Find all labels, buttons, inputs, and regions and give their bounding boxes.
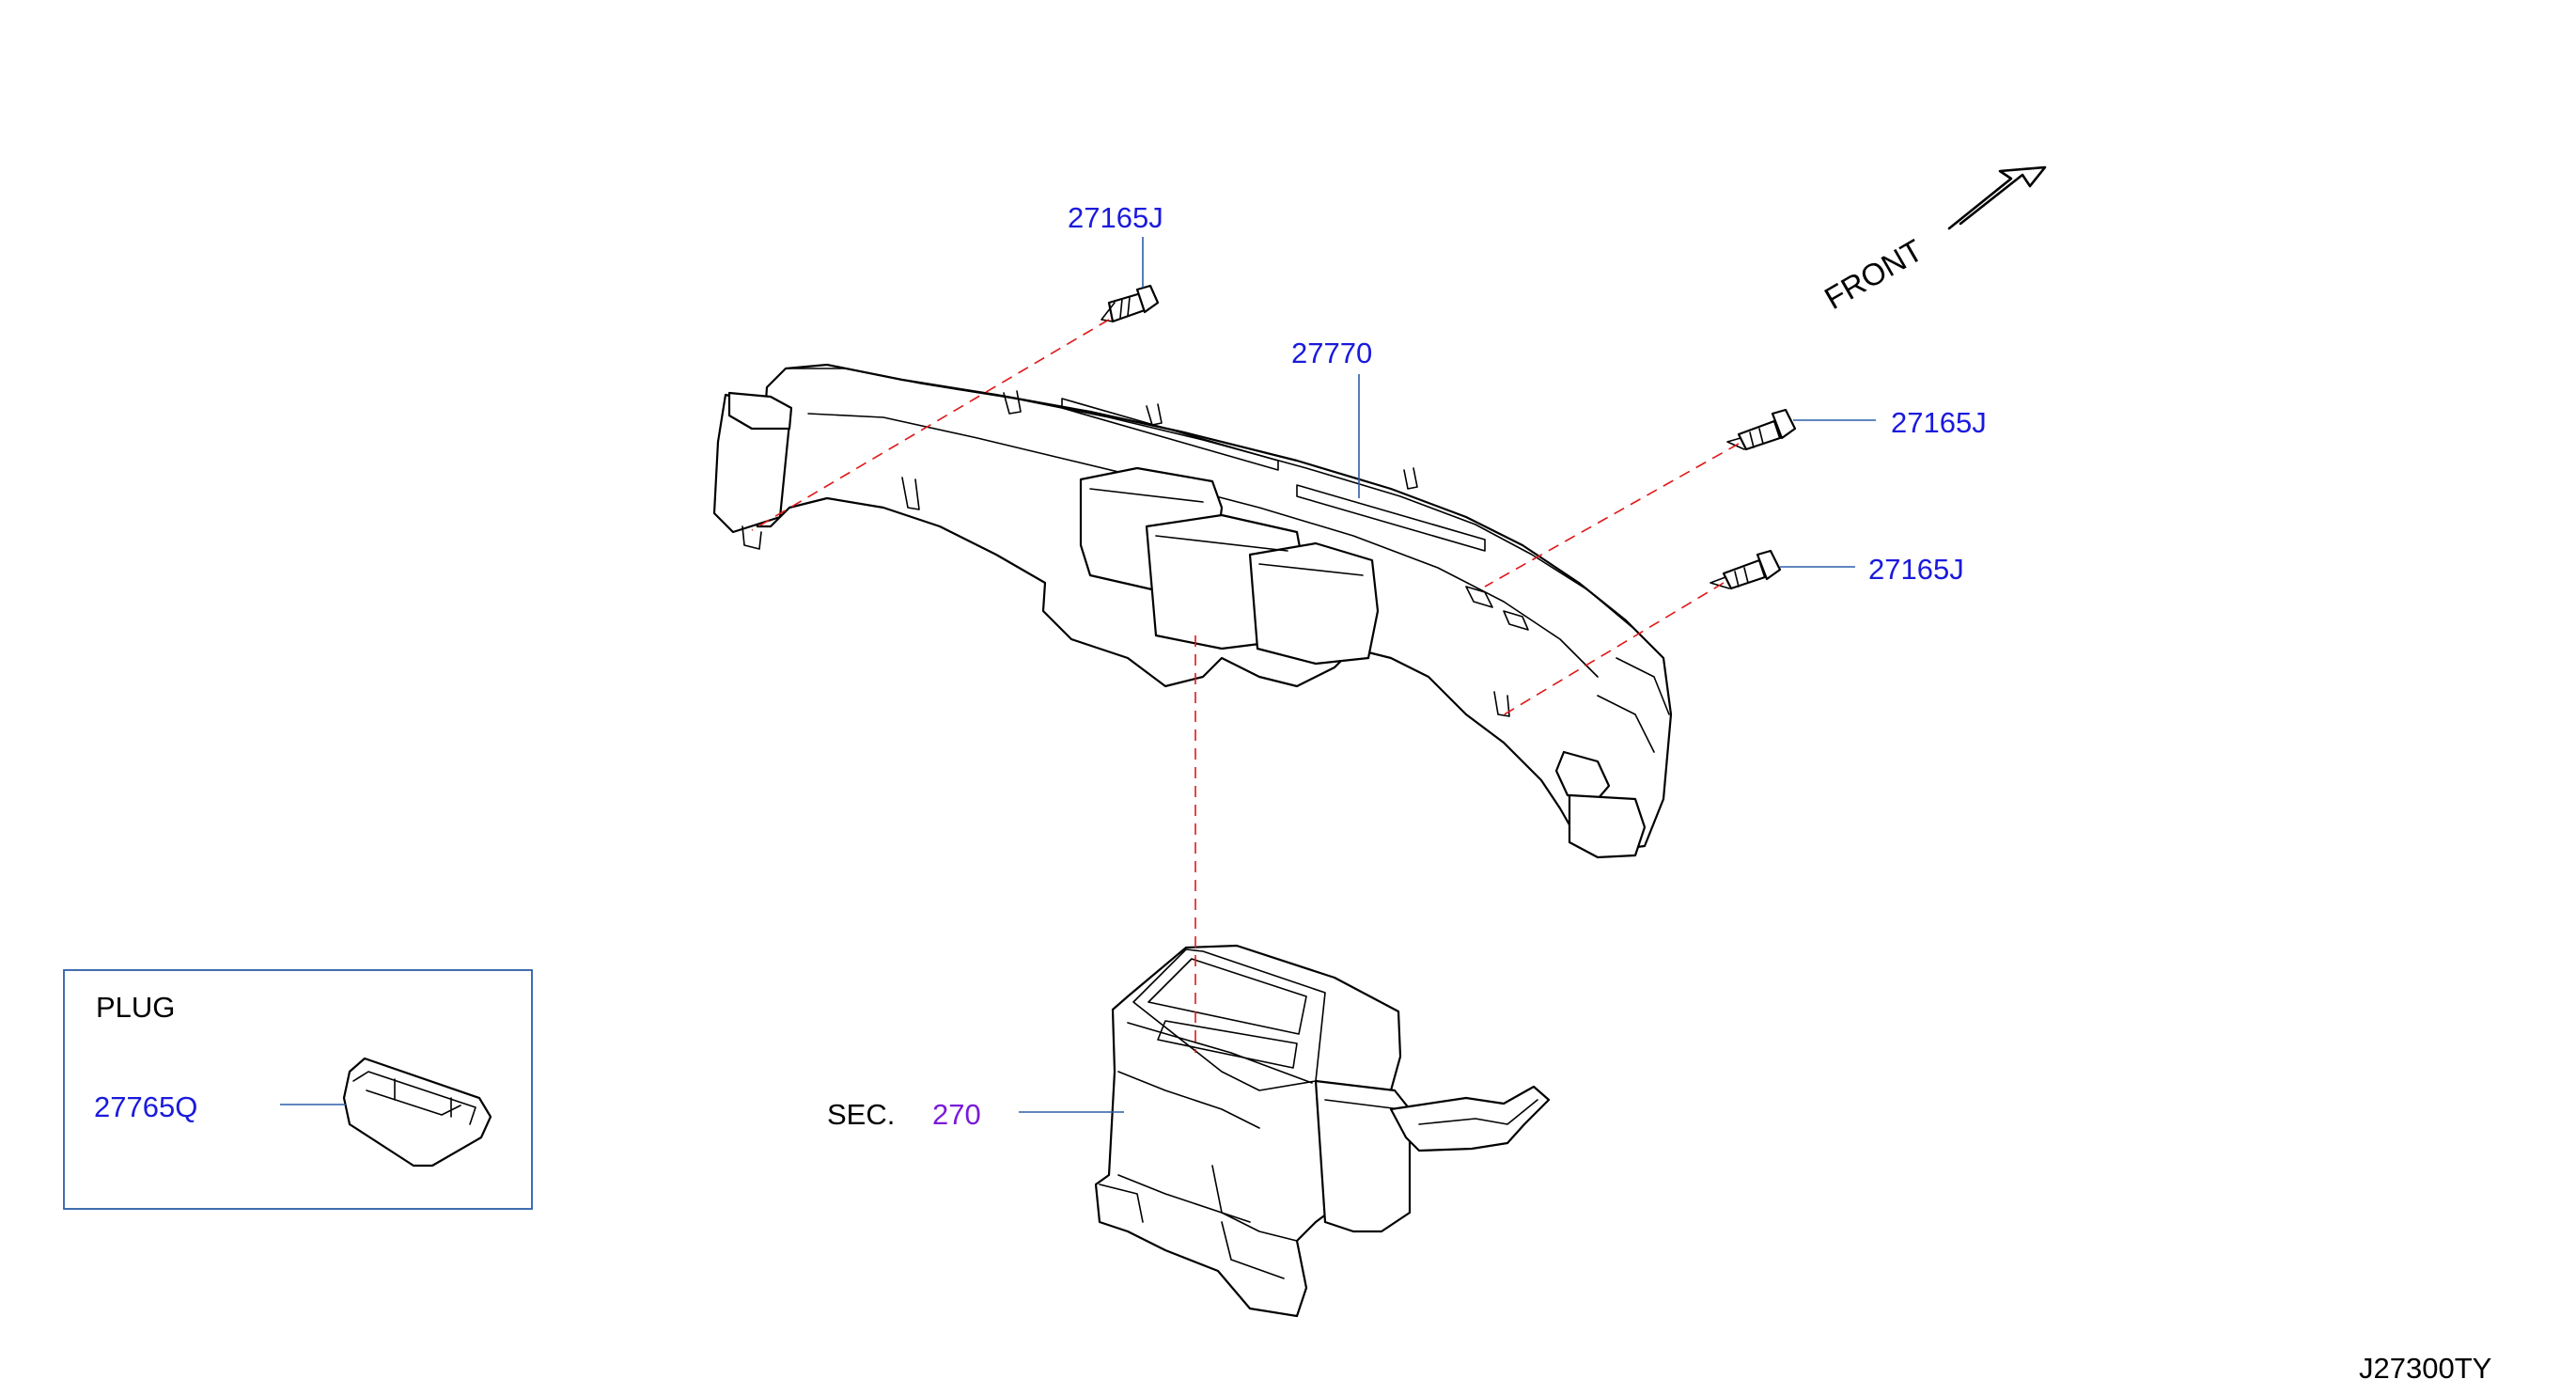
front-arrow <box>1947 165 2047 230</box>
bolt-right-upper <box>1726 408 1797 451</box>
front-label: FRONT <box>1819 232 1928 316</box>
diagram-id: J27300TY <box>2359 1352 2491 1385</box>
plug-title: PLUG <box>96 991 175 1024</box>
assembly-lines <box>751 319 1740 1053</box>
callout-bolt-top: 27165J <box>1068 201 1163 234</box>
bolt-top <box>1101 284 1160 323</box>
plug-part <box>342 1057 492 1168</box>
section-ref-link[interactable]: 270 <box>932 1098 981 1131</box>
callout-bolt-right-lower: 27165J <box>1868 553 1964 586</box>
plug-inset-box <box>63 969 533 1210</box>
ventilator-duct <box>712 363 1673 859</box>
bolt-right-lower <box>1710 549 1782 590</box>
callout-duct: 27770 <box>1291 337 1372 369</box>
section-prefix: SEC. <box>827 1098 895 1131</box>
leader-lines <box>280 237 1876 1113</box>
callout-plug: 27765Q <box>94 1090 197 1123</box>
callout-bolt-right-upper: 27165J <box>1891 406 1987 439</box>
heater-unit <box>1094 944 1551 1318</box>
